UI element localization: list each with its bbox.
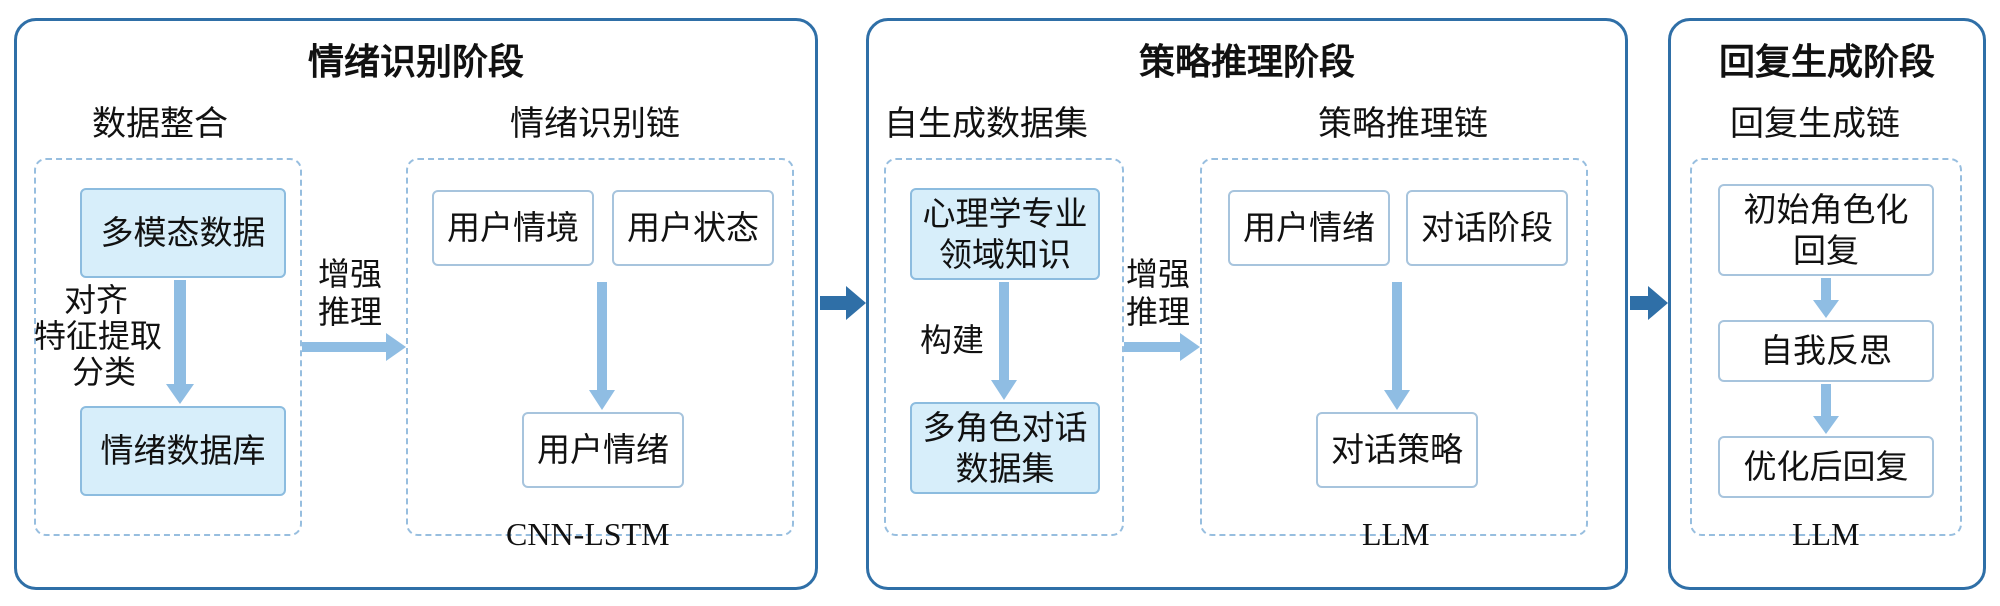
arrow-stage-1-to-2 xyxy=(820,286,866,320)
arrow-right-enhance-reasoning-2 xyxy=(1124,333,1200,361)
arrow-label-classify: 分类 xyxy=(72,353,137,391)
box-emotion-database: 情绪数据库 xyxy=(80,406,286,496)
group-title-emotion-chain: 情绪识别链 xyxy=(510,104,680,144)
dashed-group-strategy-chain xyxy=(1200,158,1588,536)
connector-label-reason: 推理 xyxy=(318,293,383,331)
group-title-strategy-chain: 策略推理链 xyxy=(1318,104,1488,144)
connector-label-reason: 推理 xyxy=(1126,293,1191,331)
dashed-group-response-chain xyxy=(1690,158,1962,536)
stage-strategy-reasoning: 策略推理阶段 xyxy=(866,18,1628,590)
arrow-down-self-reflection xyxy=(1813,278,1839,318)
arrow-down-user-emotion xyxy=(589,282,615,410)
stage-title: 情绪识别阶段 xyxy=(307,42,524,83)
box-multi-role-dialogue: 多角色对话数据集 xyxy=(910,402,1100,494)
stage-title: 策略推理阶段 xyxy=(1138,42,1355,83)
box-user-context: 用户情境 xyxy=(432,190,594,266)
arrow-down-optimized xyxy=(1813,384,1839,434)
group-title-self-generated-dataset: 自生成数据集 xyxy=(884,104,1088,144)
arrow-label-build: 构建 xyxy=(920,321,985,359)
model-caption-llm: LLM xyxy=(1792,516,1860,552)
arrow-down-dialogue-strategy xyxy=(1384,282,1410,410)
arrow-down-align xyxy=(166,280,194,404)
box-initial-role-response: 初始角色化回复 xyxy=(1718,184,1934,276)
group-title-response-chain: 回复生成链 xyxy=(1730,104,1900,144)
arrow-down-build xyxy=(991,282,1017,400)
box-psychology-knowledge: 心理学专业领域知识 xyxy=(910,188,1100,280)
box-self-reflection: 自我反思 xyxy=(1718,320,1934,382)
box-user-state: 用户状态 xyxy=(612,190,774,266)
box-user-emotion: 用户情绪 xyxy=(522,412,684,488)
box-dialogue-phase: 对话阶段 xyxy=(1406,190,1568,266)
stage-title: 回复生成阶段 xyxy=(1718,42,1935,83)
dashed-group-emotion-chain xyxy=(406,158,794,536)
arrow-stage-2-to-3 xyxy=(1630,286,1668,320)
arrow-label-align: 对齐 xyxy=(64,281,129,319)
connector-label-enhance: 增强 xyxy=(1126,255,1191,293)
dashed-group-data-integration xyxy=(34,158,302,536)
group-title-data-integration: 数据整合 xyxy=(92,104,228,144)
connector-label-enhance: 增强 xyxy=(318,255,383,293)
model-caption-cnn-lstm: CNN-LSTM xyxy=(506,516,670,552)
box-optimized-response: 优化后回复 xyxy=(1718,436,1934,498)
dashed-group-self-generated-dataset xyxy=(884,158,1124,536)
box-dialogue-strategy: 对话策略 xyxy=(1316,412,1478,488)
box-multimodal-data: 多模态数据 xyxy=(80,188,286,278)
model-caption-llm: LLM xyxy=(1362,516,1430,552)
arrow-label-feature-extraction: 特征提取 xyxy=(34,317,163,355)
box-user-emotion: 用户情绪 xyxy=(1228,190,1390,266)
arrow-right-enhance-reasoning xyxy=(302,333,406,361)
